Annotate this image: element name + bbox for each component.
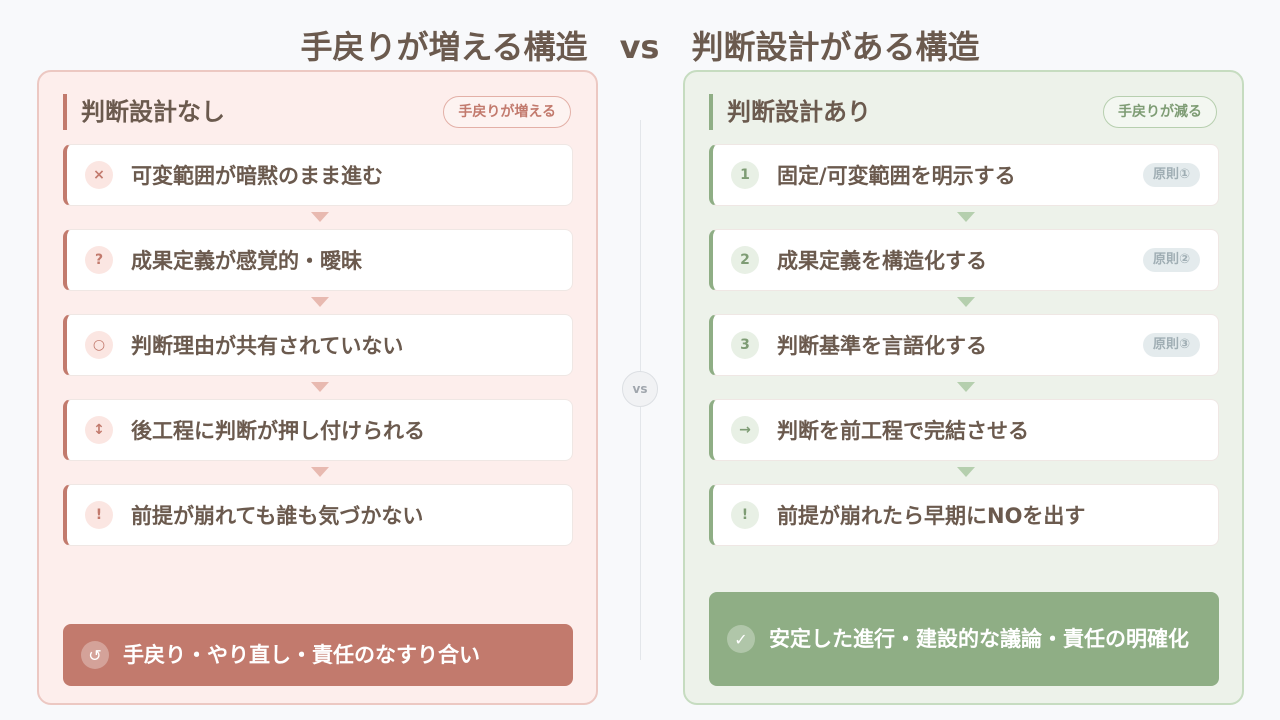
- question-icon: ?: [85, 246, 113, 274]
- status-badge: 手戻りが減る: [1103, 96, 1217, 128]
- step-card: ? 成果定義が感覚的・曖昧: [63, 229, 573, 291]
- step-text: 判断基準を言語化する: [777, 334, 987, 358]
- step-text: 判断を前工程で完結させる: [777, 419, 1029, 443]
- down-arrow-icon: [957, 382, 975, 392]
- principle-tag: 原則③: [1142, 333, 1200, 357]
- panel-without-design: 判断設計なし 手戻りが増える × 可変範囲が暗黙のまま進む ? 成果定義が感覚的…: [37, 70, 598, 705]
- number-2-icon: 2: [731, 246, 759, 274]
- page-title: 手戻りが増える構造 vs 判断設計がある構造: [0, 22, 1280, 68]
- down-arrow-icon: [311, 297, 329, 307]
- down-arrow-icon: [311, 212, 329, 222]
- step-card: 2 成果定義を構造化する 原則②: [709, 229, 1219, 291]
- title-right: 判断設計がある構造: [691, 28, 980, 66]
- principle-tag: 原則①: [1142, 163, 1200, 187]
- down-arrow-icon: [957, 467, 975, 477]
- vs-badge: vs: [622, 371, 658, 407]
- result-banner: ↺ 手戻り・やり直し・責任のなすり合い: [63, 624, 573, 686]
- step-card: 1 固定/可変範囲を明示する 原則①: [709, 144, 1219, 206]
- step-text: 可変範囲が暗黙のまま進む: [131, 164, 383, 188]
- step-card: ! 前提が崩れたら早期にNOを出す: [709, 484, 1219, 546]
- panel-with-design: 判断設計あり 手戻りが減る 1 固定/可変範囲を明示する 原則① 2 成果定義を…: [683, 70, 1244, 705]
- title-left: 手戻りが増える構造: [300, 28, 588, 66]
- step-text: 成果定義を構造化する: [777, 249, 987, 273]
- principle-tag: 原則②: [1142, 248, 1200, 272]
- cross-icon: ×: [85, 161, 113, 189]
- result-text: 手戻り・やり直し・責任のなすり合い: [123, 643, 480, 667]
- step-card: × 可変範囲が暗黙のまま進む: [63, 144, 573, 206]
- panel-heading: 判断設計あり: [709, 94, 871, 130]
- up-down-arrow-icon: ↕: [85, 416, 113, 444]
- check-icon: ✓: [727, 625, 755, 653]
- title-vs: vs: [619, 28, 660, 66]
- step-card: ! 前提が崩れても誰も気づかない: [63, 484, 573, 546]
- status-badge: 手戻りが増える: [443, 96, 571, 128]
- result-banner: ✓ 安定した進行・建設的な議論・責任の明確化: [709, 592, 1219, 686]
- down-arrow-icon: [957, 297, 975, 307]
- step-text: 判断理由が共有されていない: [131, 334, 404, 358]
- step-text: 前提が崩れても誰も気づかない: [131, 504, 424, 528]
- step-text: 成果定義が感覚的・曖昧: [131, 249, 362, 273]
- down-arrow-icon: [957, 212, 975, 222]
- result-text: 安定した進行・建設的な議論・責任の明確化: [769, 627, 1189, 651]
- down-arrow-icon: [311, 382, 329, 392]
- number-3-icon: 3: [731, 331, 759, 359]
- redo-icon: ↺: [81, 641, 109, 669]
- panel-heading: 判断設計なし: [63, 94, 225, 130]
- step-card: ○ 判断理由が共有されていない: [63, 314, 573, 376]
- number-1-icon: 1: [731, 161, 759, 189]
- step-card: ↕ 後工程に判断が押し付けられる: [63, 399, 573, 461]
- down-arrow-icon: [311, 467, 329, 477]
- circle-icon: ○: [85, 331, 113, 359]
- step-text: 後工程に判断が押し付けられる: [131, 419, 425, 443]
- step-text: 固定/可変範囲を明示する: [777, 164, 1016, 188]
- exclamation-icon: !: [731, 501, 759, 529]
- step-card: 3 判断基準を言語化する 原則③: [709, 314, 1219, 376]
- right-arrow-icon: →: [731, 416, 759, 444]
- exclamation-icon: !: [85, 501, 113, 529]
- step-text: 前提が崩れたら早期にNOを出す: [777, 504, 1086, 528]
- step-card: → 判断を前工程で完結させる: [709, 399, 1219, 461]
